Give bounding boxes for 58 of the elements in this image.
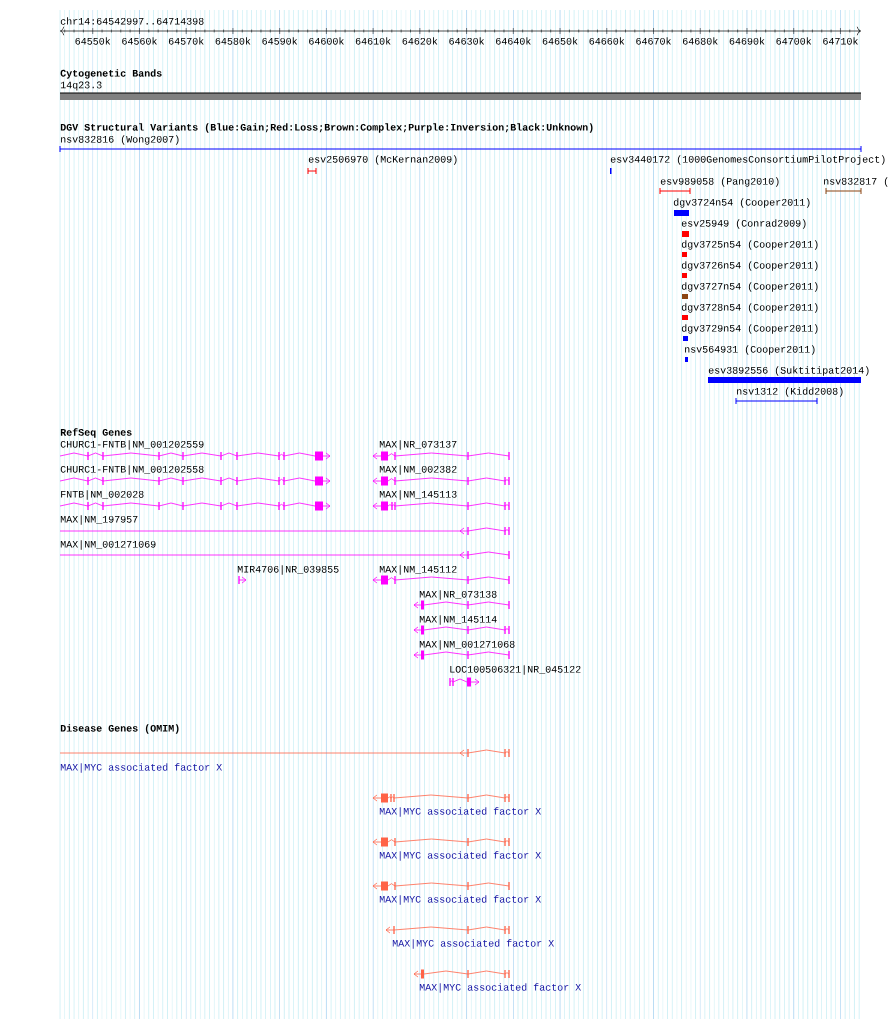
feature-label: MAX|NM_197957	[60, 515, 138, 525]
feature-label: MAX|MYC associated factor X	[379, 851, 542, 861]
feature-label: dgv3727n54 (Cooper2011)	[681, 282, 818, 292]
track-title: Cytogenetic Bands	[60, 69, 162, 79]
feature-label: MAX|NR_073137	[379, 440, 457, 450]
tick-label: 64620k	[402, 37, 438, 45]
tick-label: 64600k	[309, 37, 344, 45]
feature-label: nsv832817 (	[824, 177, 888, 187]
band-label: 14q23.3	[60, 81, 102, 91]
tick-label: 64550k	[75, 37, 111, 45]
feature-label: MAX|MYC associated factor X	[60, 763, 223, 773]
feature-label: LOC100506321|NR_045122	[450, 665, 581, 675]
tick-label: 64670k	[636, 37, 671, 45]
feature-label: dgv3729n54 (Cooper2011)	[681, 324, 818, 334]
feature-label: esv3440172 (1000GenomesConsortiumPilotProject)	[610, 155, 885, 165]
tick-label: 64690k	[729, 37, 765, 45]
feature-label: esv989058 (Pang2010)	[660, 177, 779, 187]
feature-label: MAX|NM_145112	[379, 565, 457, 575]
feature-label: nsv564931 (Cooper2011)	[685, 345, 815, 355]
feature-label: CHURC1-FNTB|NM_001202558	[60, 465, 204, 475]
tick-label: 64630k	[449, 37, 485, 45]
coordinate-label: chr14:64542997..64714398	[60, 17, 204, 25]
track-title: RefSeq Genes	[60, 428, 132, 438]
feature-label: MAX|NM_001271069	[60, 540, 156, 550]
feature-label: dgv3724n54 (Cooper2011)	[673, 198, 810, 208]
tick-label: 64640k	[496, 37, 531, 45]
feature-label: dgv3728n54 (Cooper2011)	[681, 303, 818, 313]
tick-label: 64650k	[542, 37, 578, 45]
tick-label: 64580k	[215, 37, 251, 45]
feature-label: MAX|NM_001271068	[419, 640, 515, 650]
feature-label: MAX|MYC associated factor X	[392, 939, 555, 949]
feature-label: nsv1312 (Kidd2008)	[737, 387, 843, 397]
feature-label: MIR4706|NR_039855	[237, 565, 339, 575]
feature-label: MAX|NM_145113	[379, 490, 457, 500]
feature-label: FNTB|NM_002028	[61, 490, 144, 500]
feature-label: MAX|MYC associated factor X	[379, 895, 542, 905]
feature-label: dgv3725n54 (Cooper2011)	[681, 240, 818, 250]
feature-label: MAX|NM_002382	[379, 465, 457, 475]
track-title: DGV Structural Variants (Blue:Gain;Red:Loss;Brown:Complex;Purple:Inversion;Black:Unknown)	[60, 123, 593, 133]
feature-label: CHURC1-FNTB|NM_001202559	[60, 440, 204, 450]
feature-label: MAX|MYC associated factor X	[419, 983, 582, 993]
feature-label: esv3892556 (Suktitipat2014)	[708, 366, 869, 376]
feature-label: esv25949 (Conrad2009)	[681, 219, 806, 229]
tick-label: 64660k	[589, 37, 625, 45]
feature-label: MAX|MYC associated factor X	[379, 807, 542, 817]
feature-label: nsv832816 (Wong2007)	[61, 135, 179, 145]
tick-label: 64560k	[122, 37, 157, 45]
feature-label: esv2506970 (McKernan2009)	[308, 155, 457, 165]
tick-label: 64700k	[776, 37, 812, 45]
feature-label: MAX|NR_073138	[419, 590, 497, 600]
tick-label: 64610k	[355, 37, 391, 45]
tick-label: 64680k	[683, 37, 718, 45]
tick-label: 64710k	[823, 37, 858, 45]
track-title: Disease Genes (OMIM)	[60, 724, 179, 734]
feature-label: dgv3726n54 (Cooper2011)	[681, 261, 818, 271]
tick-label: 64570k	[168, 37, 204, 45]
tick-label: 64590k	[262, 37, 298, 45]
feature-label: MAX|NM_145114	[419, 615, 497, 625]
